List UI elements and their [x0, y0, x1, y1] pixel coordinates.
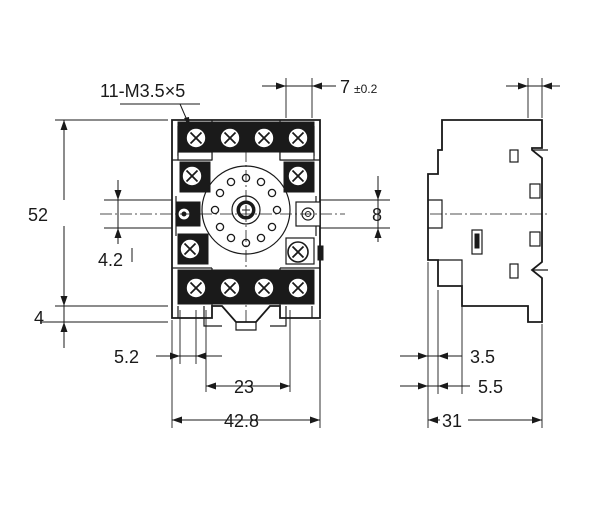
screw-terminal-3 [253, 127, 275, 149]
middle-lower-terminals [177, 233, 315, 265]
hole-spacing-label: 8 [372, 205, 382, 225]
width-label: 42.8 [224, 411, 259, 431]
side-slot [509, 149, 519, 163]
middle-upper-terminals [179, 161, 315, 193]
side-a-label: 3.5 [470, 347, 495, 367]
side-slot [529, 183, 541, 199]
terminal-pitch-label: 7 [340, 77, 350, 97]
side-slot [529, 231, 541, 247]
screw-terminal-11 [253, 277, 275, 299]
side-latch [471, 229, 483, 255]
screw-terminal-10 [219, 277, 241, 299]
front-view [100, 119, 345, 331]
screw-terminal-12 [287, 277, 309, 299]
screw-terminal-4 [287, 127, 309, 149]
screw-terminal-2 [219, 127, 241, 149]
screw-terminal-8 [287, 241, 309, 263]
height-label: 52 [28, 205, 48, 225]
depth-label: 31 [442, 411, 462, 431]
hole-offset-label: 4.2 [98, 250, 123, 270]
top-terminal-row [177, 121, 315, 161]
screw-terminal-1 [185, 127, 207, 149]
side-dimensions: 3.5 5.5 31 [400, 78, 560, 431]
screw-spec-label: 11-M3.5×5 [100, 81, 185, 101]
front-dimensions: 11-M3.5×5 7 ±0.2 52 4 4.2 [28, 77, 390, 431]
screw-terminal-6 [287, 165, 309, 187]
screw-terminal-5 [181, 165, 203, 187]
terminal-pitch-tolerance: ±0.2 [354, 82, 378, 96]
screw-terminal-9 [185, 277, 207, 299]
side-b-label: 5.5 [478, 377, 503, 397]
side-slot [509, 263, 519, 279]
screw-terminal-7 [179, 238, 201, 260]
screw-edge-label: 5.2 [114, 347, 139, 367]
screw-span-label: 23 [234, 377, 254, 397]
bottom-offset-label: 4 [34, 308, 44, 328]
bottom-terminal-row [177, 269, 315, 305]
side-view [427, 119, 548, 323]
